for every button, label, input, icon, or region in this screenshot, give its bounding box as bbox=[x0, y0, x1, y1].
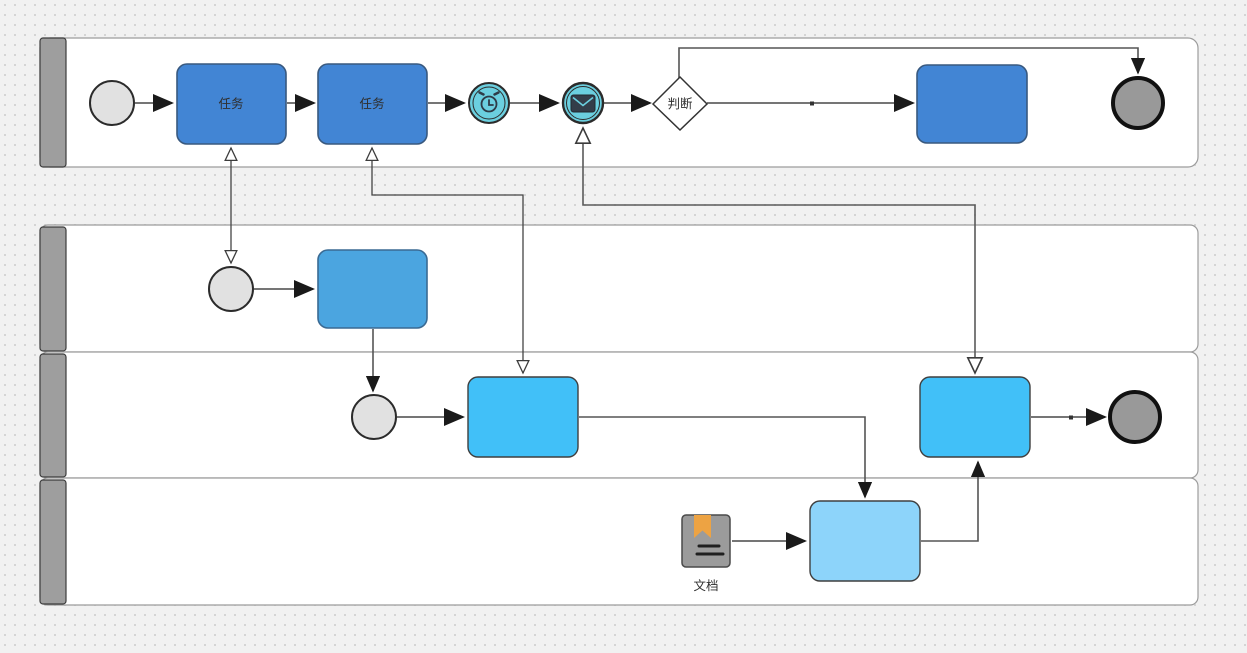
swimlane-4[interactable] bbox=[39, 477, 1199, 606]
lane-1-header[interactable] bbox=[39, 37, 67, 168]
association-task2-rect3[interactable] bbox=[365, 146, 530, 375]
alarm-bells bbox=[478, 91, 500, 96]
waypoint-dot bbox=[1069, 415, 1073, 420]
intermediate-circle-2[interactable] bbox=[208, 266, 254, 312]
flow-rect3-rect5[interactable] bbox=[579, 416, 873, 499]
rect-node-4[interactable] bbox=[919, 376, 1031, 458]
end-event-icon[interactable] bbox=[1111, 76, 1165, 130]
flow-rect5-rect4[interactable] bbox=[921, 460, 986, 542]
document-text-lines bbox=[695, 544, 725, 556]
gateway-decision[interactable]: 判断 bbox=[651, 75, 709, 132]
timer-event-icon[interactable] bbox=[468, 82, 510, 124]
envelope-flap bbox=[572, 96, 594, 107]
bookmark-ribbon bbox=[694, 515, 711, 538]
document-label: 文档 bbox=[693, 578, 718, 593]
message-event-icon[interactable] bbox=[561, 81, 605, 125]
task-2[interactable]: 任务 bbox=[317, 63, 428, 145]
rect-node-5[interactable] bbox=[809, 500, 921, 582]
document-icon[interactable]: 文档 bbox=[681, 514, 731, 593]
task-1[interactable]: 任务 bbox=[176, 63, 287, 145]
lane-4-header[interactable] bbox=[39, 479, 67, 605]
waypoint-dot bbox=[810, 101, 814, 106]
rect-node-3[interactable] bbox=[467, 376, 579, 458]
task-1-label: 任务 bbox=[218, 96, 243, 111]
end-event-icon-2[interactable] bbox=[1108, 390, 1162, 444]
rect-node-2[interactable] bbox=[317, 249, 428, 329]
clock-face bbox=[480, 95, 498, 113]
rect-node-1[interactable] bbox=[916, 64, 1028, 144]
task-2-label: 任务 bbox=[359, 96, 384, 111]
lane-3-header[interactable] bbox=[39, 353, 67, 478]
intermediate-circle-3[interactable] bbox=[351, 394, 397, 440]
start-event-icon[interactable] bbox=[89, 80, 135, 126]
lane-4-body[interactable] bbox=[39, 477, 1199, 606]
gateway-label: 判断 bbox=[667, 96, 692, 111]
envelope-icon bbox=[570, 94, 596, 113]
clock-hands bbox=[488, 99, 494, 106]
flow-gateway-end1[interactable] bbox=[678, 47, 1146, 79]
lane-2-header[interactable] bbox=[39, 226, 67, 352]
association-message-rect4[interactable] bbox=[574, 126, 984, 375]
